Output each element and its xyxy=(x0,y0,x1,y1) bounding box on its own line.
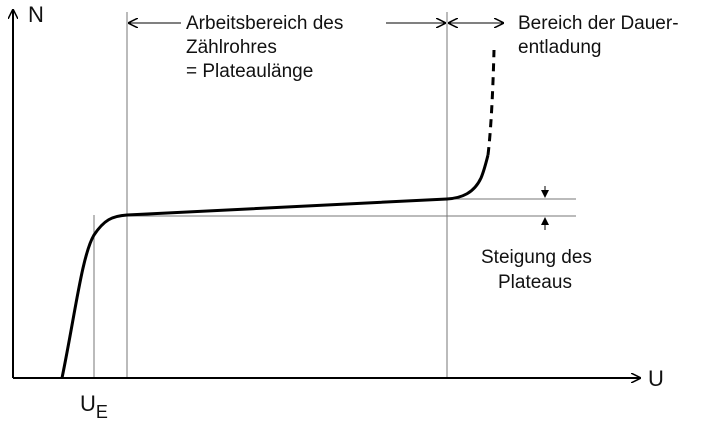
characteristic-curve-dashed xyxy=(486,49,496,156)
ue-tick-label: UE xyxy=(80,391,108,422)
working-range-line-3: = Plateaulänge xyxy=(186,61,313,82)
plateau-slope-line-2: Plateaus xyxy=(498,272,572,293)
y-axis-label: N xyxy=(28,2,44,27)
working-range-line-2: Zählrohres xyxy=(186,37,277,58)
discharge-line-2: entladung xyxy=(518,37,601,58)
ue-tick-main: U xyxy=(80,391,96,416)
characteristic-curve xyxy=(60,154,490,379)
x-axis-label: U xyxy=(648,366,664,391)
ue-tick-subscript: E xyxy=(96,402,108,422)
plateau-slope-line-1: Steigung des xyxy=(481,247,592,268)
discharge-line-1: Bereich der Dauer- xyxy=(518,13,679,34)
working-range-line-1: Arbeitsbereich des xyxy=(186,13,343,34)
